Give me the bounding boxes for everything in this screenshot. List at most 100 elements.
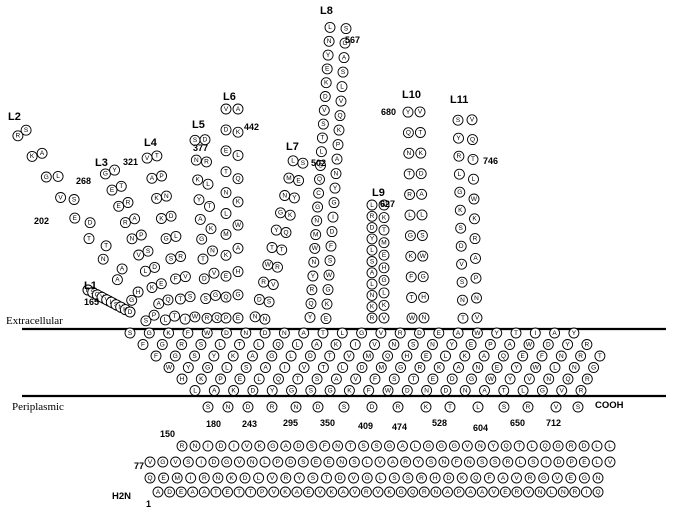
residue-letter: Q bbox=[470, 136, 475, 143]
residue-circle bbox=[220, 145, 232, 157]
n-terminal-row-1-residue: E bbox=[499, 486, 511, 498]
residue-circle bbox=[335, 95, 347, 107]
residue-circle bbox=[405, 271, 417, 283]
residue-number-627: 627 bbox=[380, 199, 395, 209]
residue-circle bbox=[336, 81, 348, 93]
n-terminal-row-3-residue: V bbox=[170, 456, 182, 468]
loop-l7-residue: E bbox=[293, 175, 305, 186]
residue-letter: T bbox=[598, 353, 602, 360]
loop-l8-residue: T bbox=[316, 132, 328, 144]
residue-letter: A bbox=[157, 301, 162, 308]
residue-letter: S bbox=[192, 353, 197, 360]
transmembrane-residue: I bbox=[279, 362, 291, 373]
residue-circle bbox=[176, 373, 188, 385]
residue-letter: A bbox=[236, 245, 241, 252]
residue-letter: A bbox=[156, 489, 161, 496]
residue-circle bbox=[291, 339, 303, 350]
loop-l6-residue: K bbox=[232, 126, 244, 138]
residue-letter: K bbox=[370, 304, 375, 311]
transmembrane-residue: L bbox=[291, 339, 303, 350]
n-terminal-row-4-residue: S bbox=[306, 440, 318, 452]
n-terminal-row-4-residue: L bbox=[604, 440, 616, 452]
transmembrane-residue: R bbox=[575, 350, 587, 362]
residue-letter: E bbox=[117, 203, 122, 210]
residue-circle bbox=[403, 168, 415, 180]
residue-circle bbox=[286, 385, 297, 396]
residue-letter: A bbox=[40, 150, 45, 157]
loop-l2-residue: N bbox=[97, 253, 109, 265]
residue-circle bbox=[139, 265, 151, 277]
residue-letter: Q bbox=[406, 130, 411, 137]
residue-circle bbox=[523, 339, 535, 350]
residue-letter: S bbox=[420, 232, 425, 239]
n-terminal-row-3-residue: S bbox=[297, 456, 309, 468]
loop-label-l10: L10 bbox=[402, 89, 421, 101]
residue-letter: L bbox=[550, 489, 554, 496]
residue-circle bbox=[581, 373, 593, 385]
residue-letter: V bbox=[372, 341, 377, 348]
residue-circle bbox=[402, 106, 414, 118]
residue-letter: K bbox=[458, 207, 463, 214]
loop-l8-residue: N bbox=[323, 35, 335, 47]
residue-circle bbox=[552, 440, 564, 452]
loop-l11-residue: G bbox=[454, 186, 466, 198]
residue-circle bbox=[309, 242, 321, 254]
residue-circle bbox=[319, 440, 331, 452]
residue-letter: S bbox=[342, 404, 347, 411]
n-terminal-row-3-residue: D bbox=[553, 456, 565, 468]
residue-circle bbox=[195, 339, 207, 350]
residue-circle bbox=[226, 472, 237, 484]
residue-letter: W bbox=[326, 272, 333, 279]
loop-l11-residue: L bbox=[468, 173, 479, 185]
loop-label-l3: L3 bbox=[95, 157, 108, 169]
residue-circle bbox=[562, 339, 574, 350]
residue-letter: G bbox=[213, 292, 218, 299]
residue-circle bbox=[321, 472, 332, 484]
residue-circle bbox=[474, 440, 486, 452]
residue-letter: D bbox=[212, 459, 217, 466]
residue-circle bbox=[157, 456, 169, 468]
residue-letter: S bbox=[493, 459, 498, 466]
loop-l11-residue: S bbox=[452, 114, 464, 126]
transmembrane-residue: W bbox=[485, 373, 497, 385]
residue-letter: W bbox=[409, 315, 416, 322]
residue-circle bbox=[232, 126, 244, 138]
residue-letter: E bbox=[238, 376, 243, 383]
loop-l9-residue: L bbox=[366, 199, 378, 211]
n-terminal-row-4-residue: Q bbox=[500, 440, 512, 452]
residue-circle bbox=[259, 456, 271, 468]
residue-circle bbox=[453, 362, 464, 373]
residue-circle bbox=[279, 486, 291, 498]
residue-letter: P bbox=[474, 275, 478, 282]
residue-letter: A bbox=[191, 489, 196, 496]
loop-l2-residue: G bbox=[126, 294, 138, 306]
residue-letter: I bbox=[233, 443, 235, 450]
n-terminal-row-2-residue: K bbox=[226, 472, 237, 484]
residue-circle bbox=[69, 212, 81, 224]
residue-letter: R bbox=[310, 287, 315, 294]
residue-letter: R bbox=[578, 353, 583, 360]
residue-letter: R bbox=[178, 253, 183, 260]
residue-letter: T bbox=[214, 489, 218, 496]
residue-letter: A bbox=[473, 255, 478, 262]
residue-circle bbox=[565, 440, 577, 452]
residue-letter: Y bbox=[274, 227, 279, 234]
residue-letter: Y bbox=[456, 135, 461, 142]
residue-number-202: 202 bbox=[34, 216, 49, 226]
residue-letter: D bbox=[296, 443, 301, 450]
residue-letter: R bbox=[407, 191, 412, 198]
residue-circle bbox=[232, 266, 244, 278]
loop-l3-residue: A bbox=[129, 213, 141, 225]
residue-letter: F bbox=[487, 475, 491, 482]
loop-l10-residue: H bbox=[418, 291, 430, 303]
residue-letter: V bbox=[347, 353, 352, 360]
residue-circle bbox=[553, 456, 565, 468]
residue-letter: L bbox=[595, 459, 599, 466]
residue-letter: H bbox=[136, 289, 141, 296]
loop-l7-residue: L bbox=[287, 155, 299, 167]
residue-circle bbox=[317, 327, 329, 339]
residue-circle bbox=[124, 327, 136, 339]
residue-letter: L bbox=[382, 290, 386, 297]
loop-l5-residue: T bbox=[197, 253, 209, 265]
